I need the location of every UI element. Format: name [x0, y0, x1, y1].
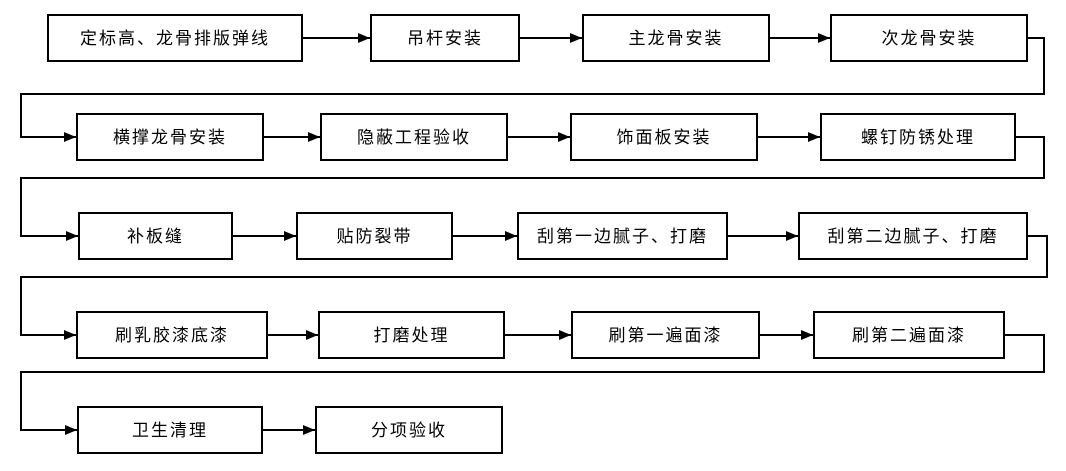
- flow-node-first-putty-coat-sanding: 刮第一边腻子、打磨: [517, 212, 728, 260]
- flow-node-patch-board-seams: 补板缝: [78, 212, 233, 260]
- wrap-connector-1: [20, 37, 1045, 142]
- flow-node-concealed-work-acceptance: 隐蔽工程验收: [320, 113, 508, 161]
- wrap-connector-3: [20, 235, 1048, 340]
- wrap-connector-2: [20, 136, 1045, 241]
- flow-node-hanger-rod-install: 吊杆安装: [370, 14, 520, 62]
- flow-node-cross-brace-keel-install: 横撑龙骨安装: [76, 113, 264, 161]
- flow-node-main-keel-install: 主龙骨安装: [582, 14, 770, 62]
- flow-node-anticrack-tape: 贴防裂带: [296, 212, 453, 260]
- flow-node-screw-antirust-treatment: 螺钉防锈处理: [820, 113, 1016, 161]
- flow-node-secondary-keel-install: 次龙骨安装: [830, 14, 1028, 62]
- flow-node-finish-panel-install: 饰面板安装: [570, 113, 758, 161]
- flow-node-latex-primer-coat: 刷乳胶漆底漆: [76, 311, 268, 359]
- wrap-connector-4: [20, 334, 1045, 435]
- flow-node-cleanup: 卫生清理: [77, 406, 263, 454]
- flow-node-first-topcoat: 刷第一遍面漆: [571, 311, 760, 359]
- flow-node-sub-item-acceptance: 分项验收: [315, 406, 503, 454]
- flow-node-second-putty-coat-sanding: 刮第二边腻子、打磨: [798, 212, 1028, 260]
- flow-node-sanding-treatment: 打磨处理: [318, 311, 505, 359]
- flow-node-set-elevation-keel-layout-line: 定标高、龙骨排版弹线: [47, 14, 303, 62]
- flow-node-second-topcoat: 刷第二遍面漆: [813, 311, 1005, 359]
